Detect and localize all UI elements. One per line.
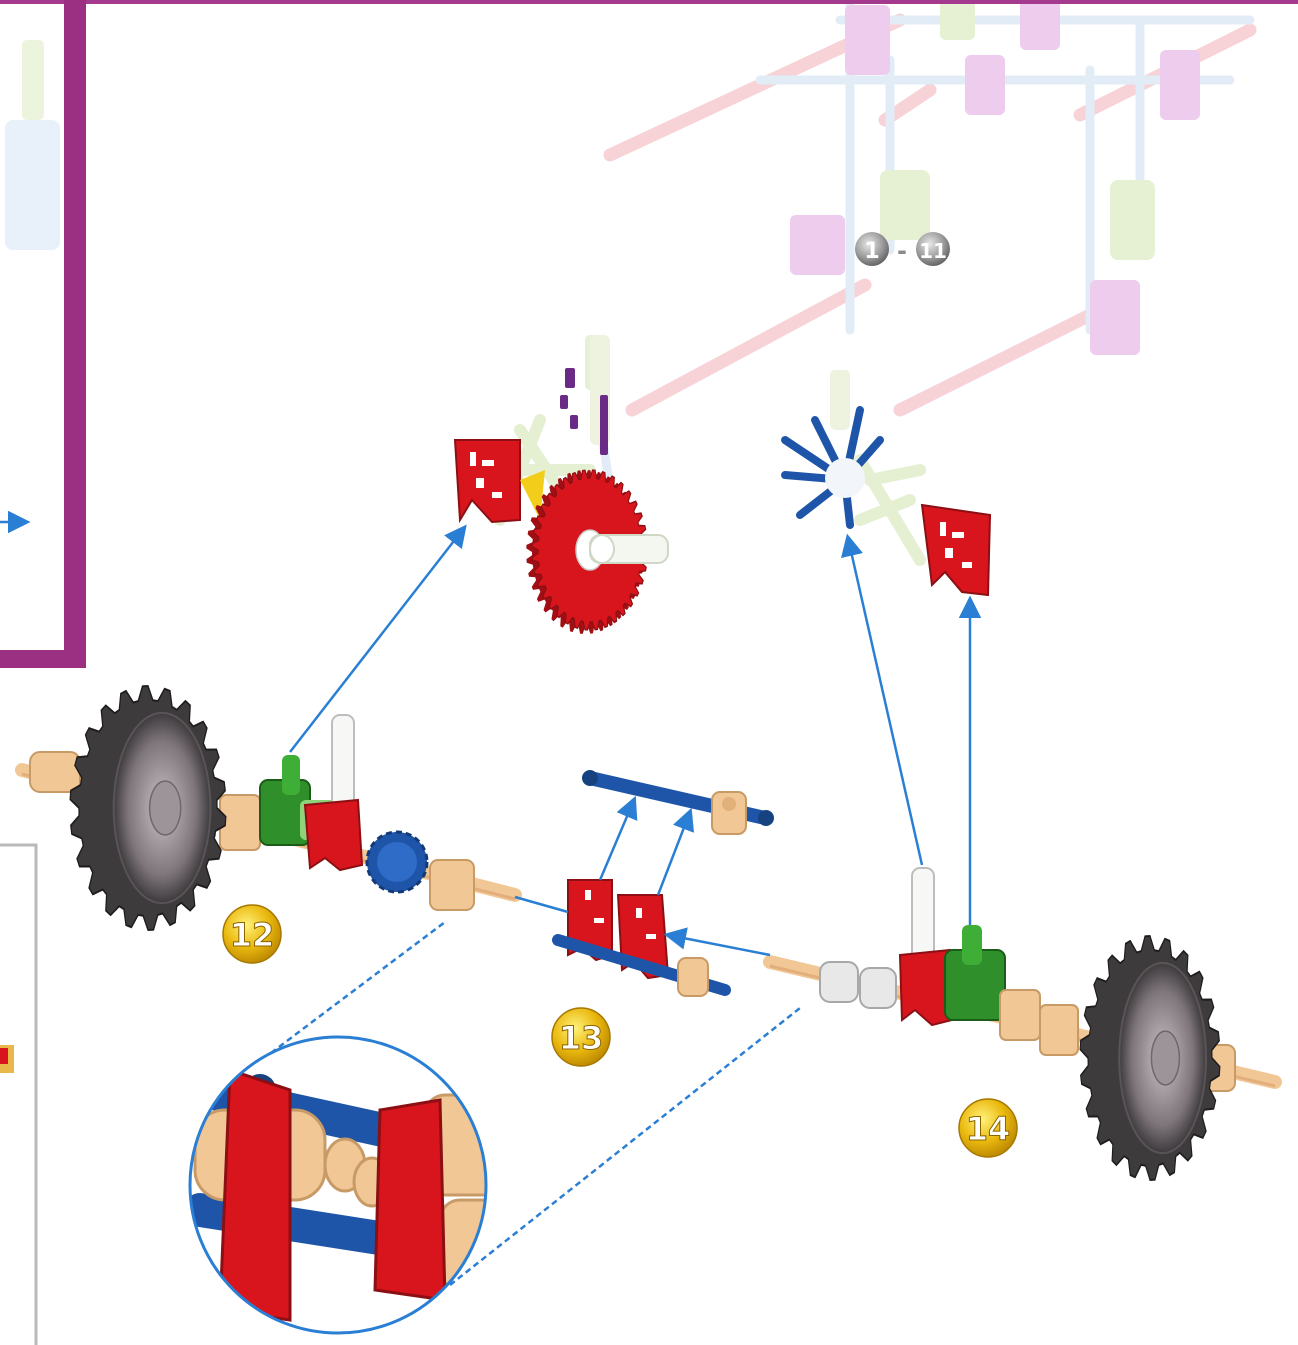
red-connector-right — [920, 503, 992, 597]
blue-gear — [365, 830, 429, 894]
step-badge-12: 12 — [222, 904, 282, 964]
left-tire — [69, 684, 227, 932]
arrow-spacer-1 — [598, 795, 638, 881]
spacer-rod-assembly — [552, 770, 774, 997]
tan-clip-top — [711, 791, 747, 835]
axle-assembly — [15, 684, 1282, 1182]
arrow-right-rod — [841, 533, 924, 866]
arrow-axle-to-spacer — [514, 895, 569, 914]
range-start-number: 1 — [864, 239, 879, 264]
previous-step-panel-frame — [0, 0, 1298, 668]
arrow-right-axle-to-spacer — [663, 927, 771, 957]
range-separator: - — [897, 237, 907, 265]
step-badge-13: 13 — [551, 1007, 611, 1067]
left-hub-assembly — [453, 335, 669, 634]
zoom-detail — [188, 921, 801, 1335]
arrow-left-connector — [289, 524, 467, 753]
next-page-panel-frame — [0, 843, 38, 1345]
step-badge-14: 14 — [958, 1098, 1018, 1158]
right-hub-assembly — [781, 370, 992, 597]
faded-background-model — [5, 0, 1257, 565]
arrow-spacer-2 — [656, 807, 695, 896]
assembly-arrows — [289, 524, 982, 957]
step-number: 14 — [966, 1110, 1011, 1148]
step-range-badge: 1 - 11 — [855, 232, 950, 266]
right-tire — [1079, 934, 1221, 1182]
step-number: 12 — [230, 916, 275, 954]
step-number: 13 — [559, 1019, 604, 1057]
red-connector-left — [453, 439, 521, 524]
green-connector-right — [944, 925, 1006, 1021]
red-connector-pair — [567, 879, 670, 980]
range-end-number: 11 — [919, 239, 947, 263]
